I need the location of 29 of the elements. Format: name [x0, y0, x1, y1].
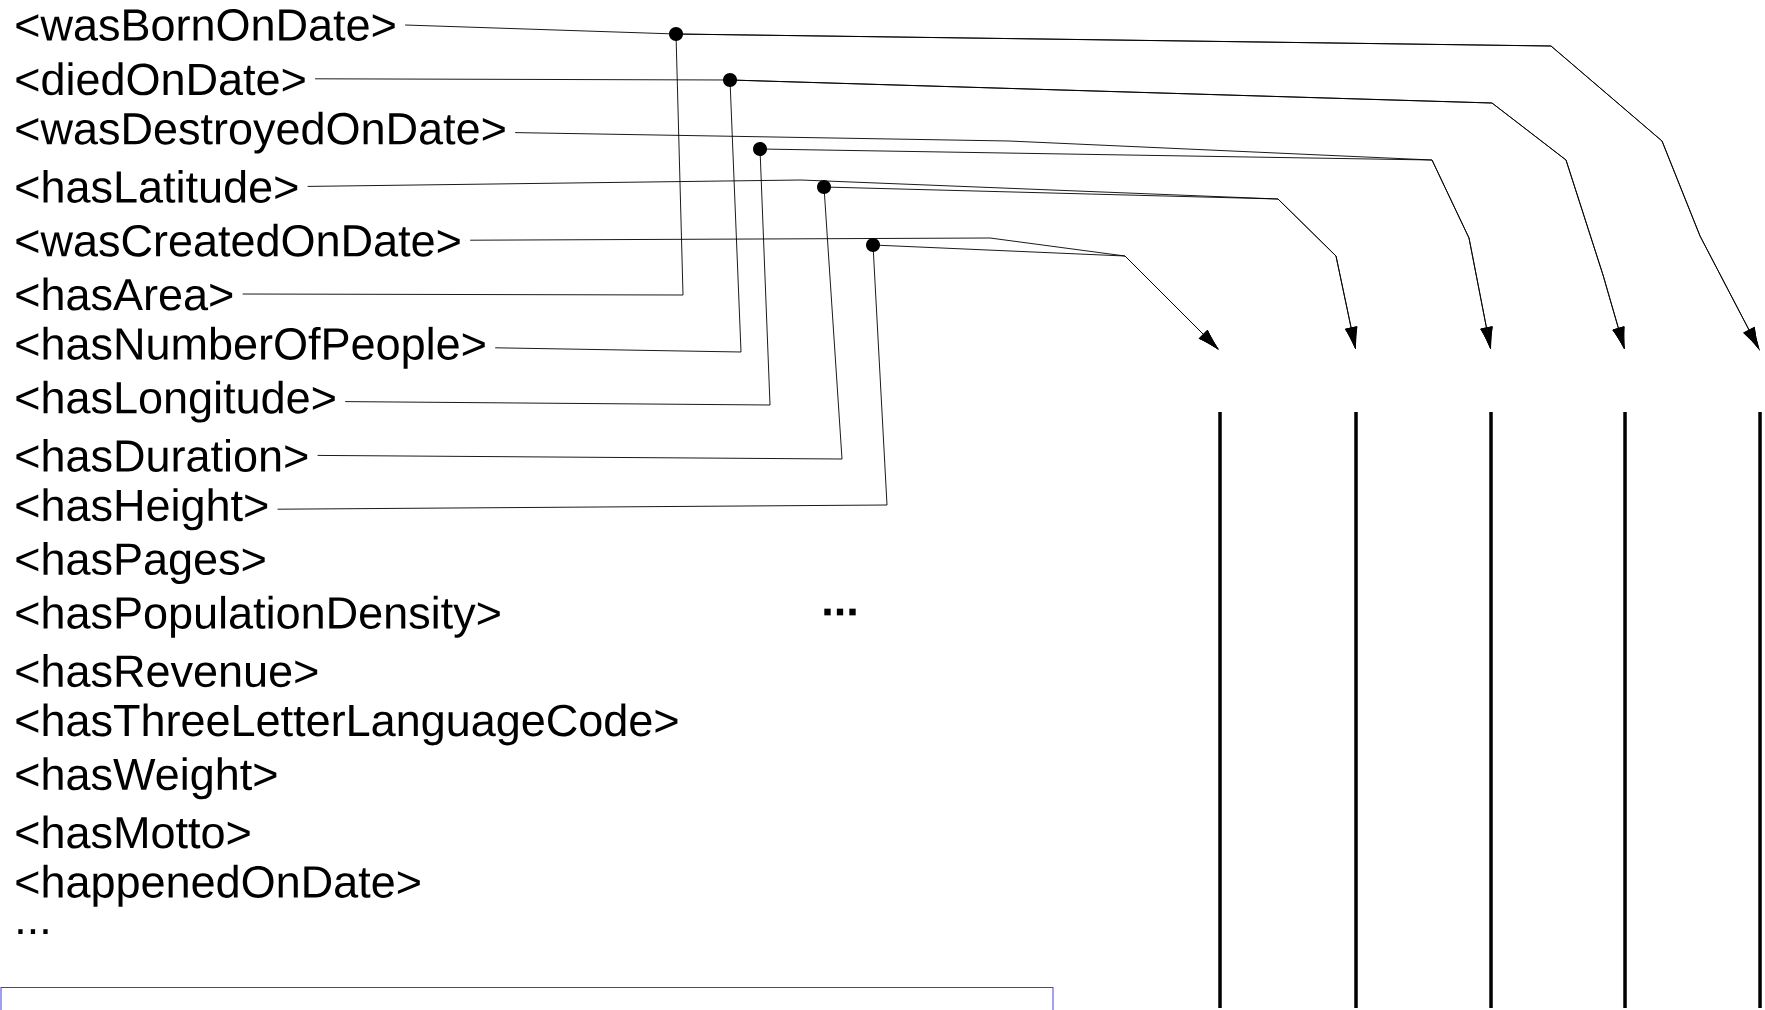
- connector-arrow: [277, 238, 1219, 510]
- vertical-bar: [1218, 412, 1222, 1008]
- property-name: <diedOnDate>: [16, 62, 305, 96]
- property-name: <hasPopulationDensity>: [16, 595, 500, 638]
- property-name: <wasCreatedOnDate>: [16, 223, 460, 257]
- property-name: <hasHeight>: [16, 488, 268, 531]
- property-name: <hasDuration>: [16, 438, 308, 472]
- connector-arrow: [317, 180, 1358, 460]
- vertical-bar: [1758, 412, 1762, 1008]
- ellipsis: ...: [824, 608, 856, 616]
- text-box: [0, 987, 1054, 1010]
- property-name: <wasBornOnDate>: [16, 9, 395, 41]
- vertical-bar: [1489, 412, 1493, 1008]
- property-name: <hasLongitude>: [16, 380, 335, 423]
- property-name: <hasPages>: [16, 542, 265, 584]
- vertical-bar: [1623, 412, 1627, 1008]
- property-name: <hasNumberOfPeople>: [16, 326, 485, 369]
- property-name: <hasArea>: [16, 277, 233, 311]
- property-name: <hasWeight>: [16, 757, 277, 800]
- connector-arrow: [494, 73, 1625, 353]
- property-name: <happenedOnDate>: [16, 864, 420, 907]
- property-name: <hasThreeLetterLanguageCode>: [16, 703, 678, 746]
- connector-arrow: [344, 142, 1493, 406]
- property-name: <hasLatitude>: [16, 169, 298, 203]
- property-name: <wasDestroyedOnDate>: [16, 111, 505, 154]
- ellipsis: ...: [18, 929, 48, 934]
- property-name: <hasRevenue>: [16, 654, 318, 688]
- property-name: <hasMotto>: [16, 815, 250, 849]
- vertical-bar: [1354, 412, 1358, 1008]
